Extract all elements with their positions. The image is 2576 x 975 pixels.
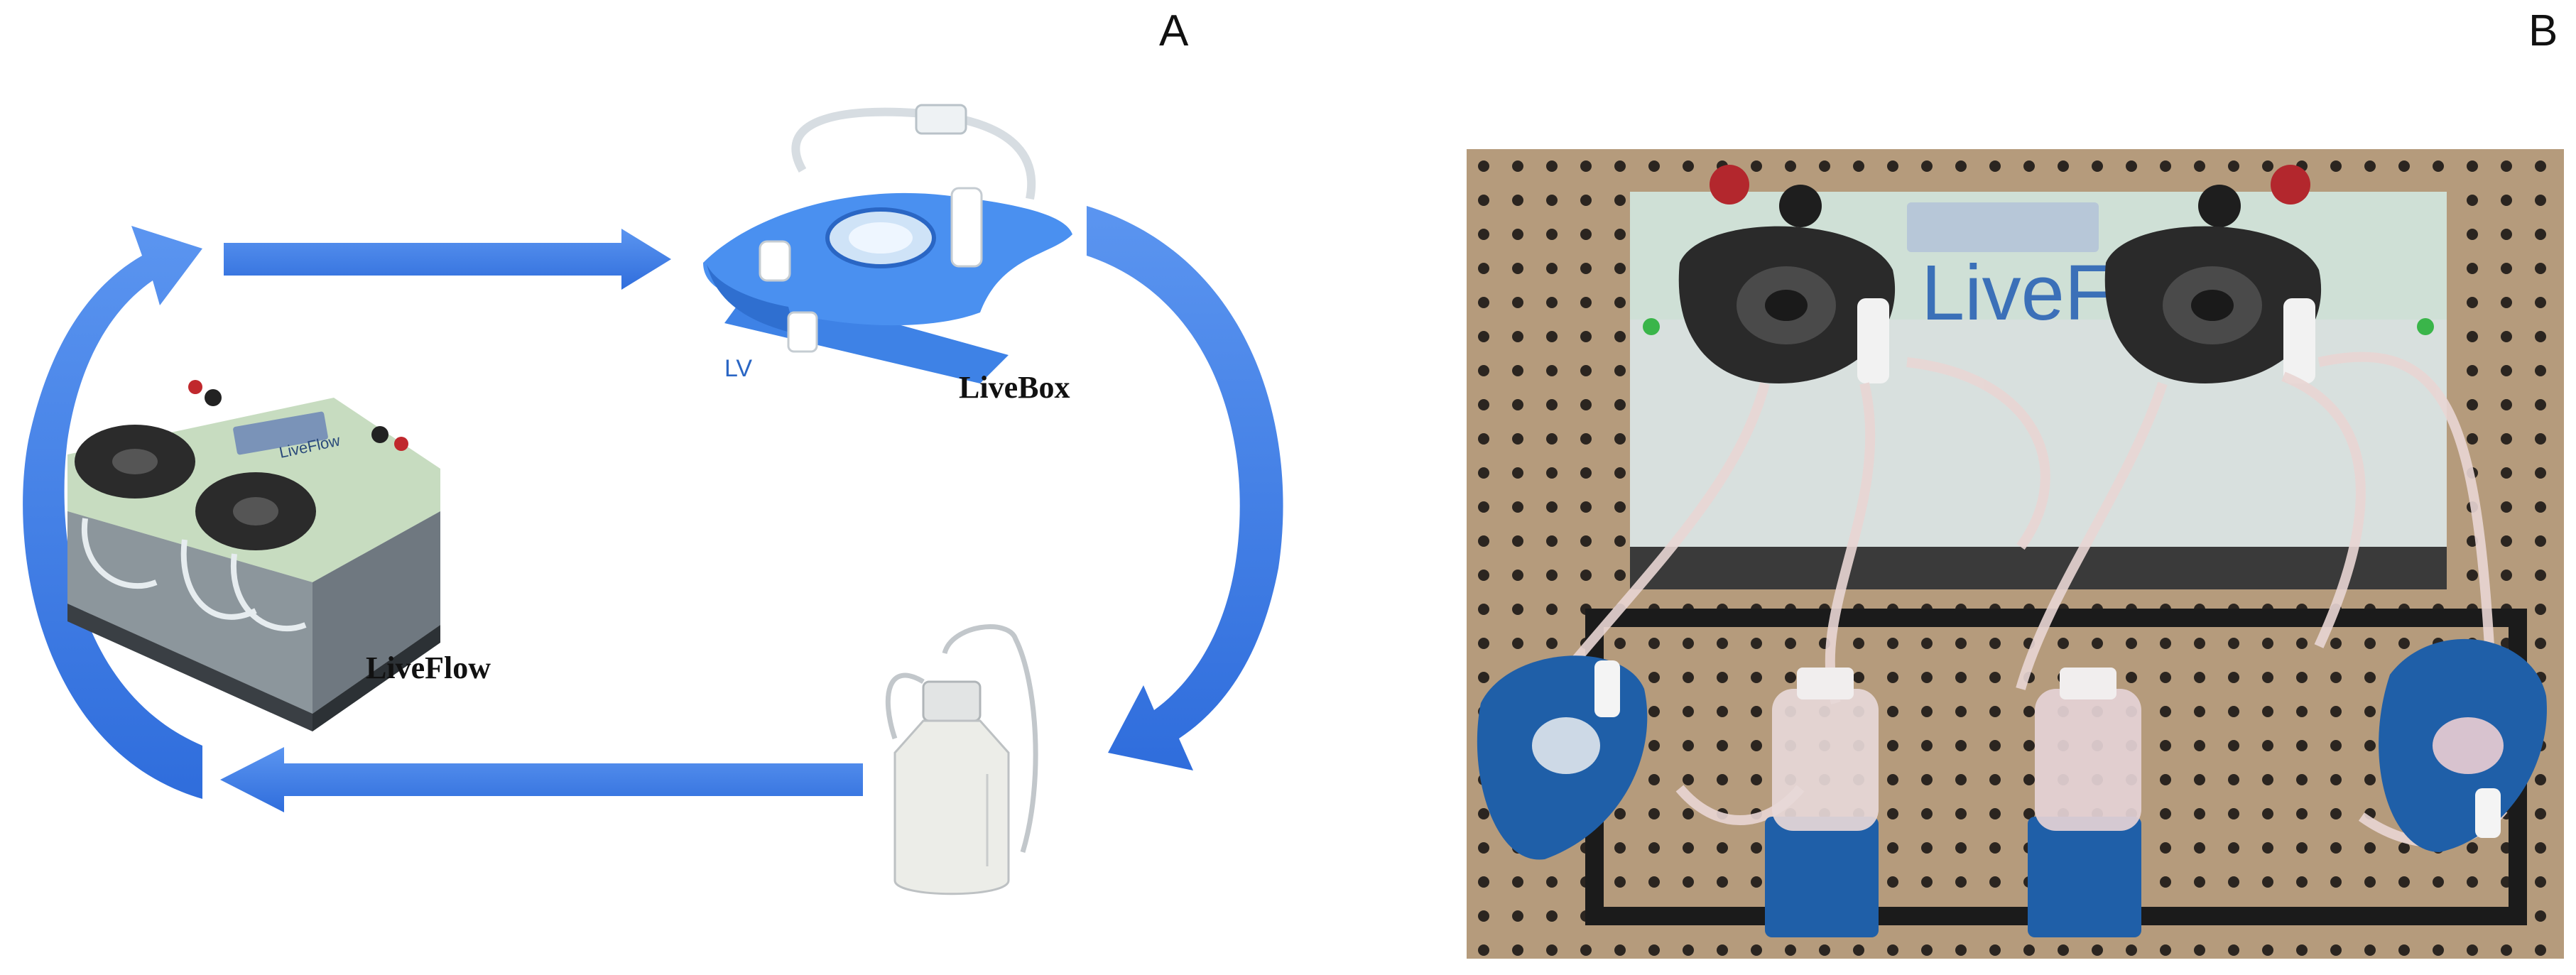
arrow-bottom	[220, 747, 863, 812]
pump-head-right	[2104, 226, 2322, 383]
liveflow-device: LiveFlow	[67, 380, 440, 731]
chamber-left	[1477, 655, 1648, 860]
bottle-left	[1765, 668, 1879, 937]
livebox-device: LV	[703, 104, 1072, 383]
liveflow-label: LiveFlow	[366, 650, 491, 685]
panel-label-a: A	[1159, 6, 1189, 55]
pump-head-left	[1678, 226, 1896, 383]
livebox-label: LiveBox	[959, 370, 1070, 405]
bottle-right	[2028, 668, 2141, 937]
circulation-diagram: LV LiveBox LiveFlow LiveFlow	[23, 104, 1283, 895]
arrow-left-curve	[23, 226, 202, 799]
device-photo: LiveFlow	[1467, 149, 2564, 959]
reservoir-bottle	[885, 624, 1038, 895]
arrow-right-curve	[1087, 206, 1283, 770]
chamber-right	[2379, 638, 2547, 852]
panel-label-b: B	[2528, 6, 2558, 55]
arrow-top	[224, 229, 671, 290]
svg-text:LV: LV	[724, 355, 752, 382]
